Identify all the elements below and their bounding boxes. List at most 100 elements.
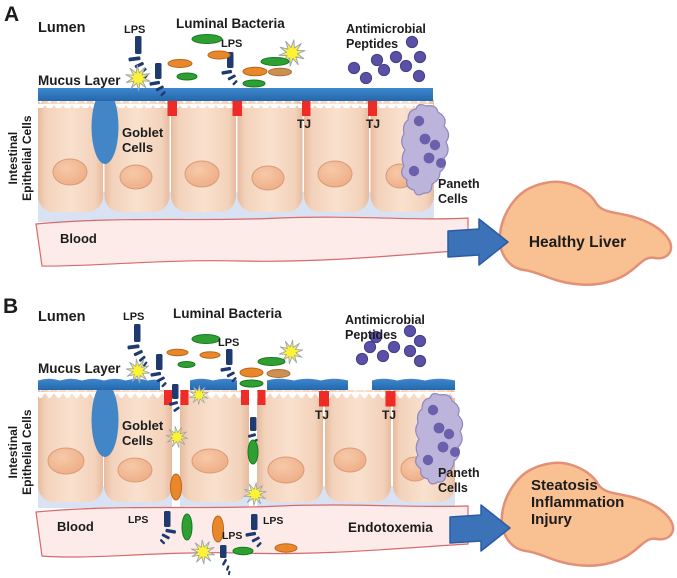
antimicrobial-peptide-icon	[387, 340, 401, 354]
mucus-layer-label: Mucus Layer	[38, 73, 121, 88]
antimicrobial-peptides-label: Antimicrobial Peptides	[345, 313, 425, 342]
tan-bacterium-icon	[266, 369, 291, 378]
endotoxemia-label: Endotoxemia	[348, 520, 433, 535]
antimicrobial-peptide-icon	[376, 349, 390, 363]
lps-label: LPS	[218, 337, 240, 349]
panel-a-label: A	[4, 3, 20, 26]
orange-bacterium-icon	[274, 543, 298, 553]
antimicrobial-peptide-icon	[389, 50, 403, 64]
orange-bacterium-icon	[170, 473, 182, 501]
paneth-cells-label: Paneth Cells	[438, 466, 480, 495]
tight-junction-bar	[319, 391, 329, 407]
antimicrobial-peptide-icon	[377, 63, 391, 77]
lps-fragment-icon	[227, 570, 231, 576]
lps-label: LPS	[221, 38, 243, 50]
antimicrobial-peptide-icon	[355, 352, 369, 366]
orange-bacterium-icon	[212, 515, 224, 543]
intestinal-epithelial-cells-label: Intestinal Epithelial Cells	[5, 409, 34, 495]
lumen-label: Lumen	[38, 20, 86, 36]
lps-label: LPS	[124, 24, 146, 36]
blood-lps-label: LPS	[128, 514, 149, 526]
green-bacterium-icon	[239, 379, 264, 388]
epithelial-cell	[180, 390, 249, 502]
cell-nucleus	[317, 160, 353, 188]
goblet-cells-label: Goblet Cells	[122, 418, 164, 449]
tight-junction-bar-split	[164, 390, 172, 405]
lps-icon	[220, 349, 237, 383]
cell-nucleus	[52, 158, 88, 186]
lumen-contents	[123, 324, 427, 388]
goblet-cells-label: Goblet Cells	[122, 125, 164, 156]
tight-junction-bar	[167, 100, 177, 116]
green-bacterium-icon	[247, 439, 259, 465]
lps-icon	[220, 545, 227, 558]
tj-label: TJ	[382, 408, 397, 422]
antimicrobial-peptide-icon	[412, 69, 426, 83]
paneth-cells-label: Paneth Cells	[438, 177, 480, 206]
green-bacterium-icon	[257, 357, 286, 366]
tj-label: TJ	[315, 408, 330, 422]
blood-contents	[159, 511, 298, 576]
tight-junction-bar-split	[241, 390, 249, 405]
cell-nucleus	[333, 447, 367, 473]
mucus-layer-segments	[38, 378, 455, 390]
luminal-bacteria-label: Luminal Bacteria	[176, 16, 285, 31]
panel-b-label: B	[3, 295, 19, 318]
goblet-cell-shape	[91, 90, 119, 164]
lps-icon	[172, 384, 179, 399]
tight-junction-bar	[385, 391, 396, 407]
tan-bacterium-icon	[268, 67, 292, 77]
epithelial-cell	[237, 100, 303, 212]
cell-nucleus	[117, 457, 153, 483]
mucus-segment	[190, 378, 237, 390]
blood-lps-label: LPS	[222, 530, 243, 542]
antimicrobial-peptide-icon	[347, 61, 361, 75]
cell-nucleus	[251, 165, 285, 191]
cell-nucleus	[184, 160, 220, 188]
lumen-contents	[122, 34, 427, 97]
orange-bacterium-icon	[199, 351, 221, 359]
injured-liver-label: Steatosis Inflammation Injury	[531, 477, 625, 528]
blood-vessel	[35, 504, 469, 558]
green-bacterium-icon	[191, 34, 223, 44]
cell-nucleus	[119, 164, 153, 190]
tight-junctions	[167, 100, 377, 116]
lps-fragment-icon	[173, 406, 180, 412]
luminal-bacteria-label: Luminal Bacteria	[173, 306, 282, 321]
lps-fragment-icon	[168, 401, 179, 406]
lps-label: LPS	[123, 311, 145, 323]
mucus-segment	[267, 378, 348, 390]
intestinal-epithelial-cells-label: Intestinal Epithelial Cells	[5, 115, 34, 201]
breach-translocation	[150, 354, 269, 508]
mucus-layer-label: Mucus Layer	[38, 361, 121, 376]
mucus-segment	[38, 378, 160, 390]
cell-nucleus	[47, 447, 85, 475]
epithelial-cell	[304, 100, 369, 212]
antimicrobial-peptide-icon	[399, 59, 413, 73]
mucus-segment	[372, 378, 455, 390]
cell-nucleus	[191, 448, 229, 474]
tight-junction-bar	[302, 100, 311, 116]
epithelial-cell	[257, 390, 323, 502]
lps-fragment-icon	[226, 565, 230, 571]
antimicrobial-peptide-icon	[413, 354, 427, 368]
lumen-label: Lumen	[38, 309, 86, 325]
antimicrobial-peptide-icon	[403, 344, 417, 358]
panel-b-illustration	[35, 324, 675, 576]
panel-a-illustration	[35, 34, 673, 286]
epithelial-cell	[171, 100, 236, 212]
tight-junction-bar-split	[180, 390, 189, 405]
antimicrobial-peptide-icon	[363, 340, 377, 354]
green-bacterium-icon	[260, 57, 290, 66]
orange-bacterium-icon	[167, 59, 193, 68]
orange-bacterium-icon	[242, 66, 268, 77]
green-bacterium-icon	[232, 546, 254, 556]
antimicrobial-peptide-icon	[413, 50, 427, 64]
tight-junction-bar	[232, 100, 242, 116]
blood-label: Blood	[57, 519, 94, 534]
blood-lps-label: LPS	[263, 515, 284, 527]
blood-vessel	[35, 216, 469, 267]
tj-label: TJ	[366, 117, 381, 131]
